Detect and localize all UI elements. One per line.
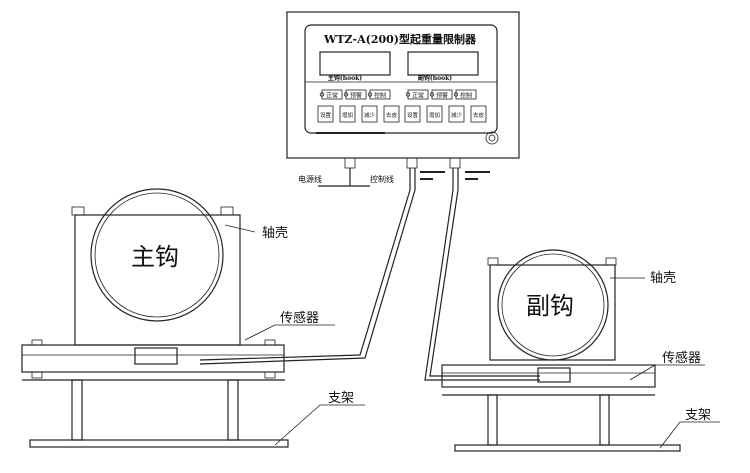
aux-display-label: 副钩(hook)	[418, 74, 452, 82]
panel-button[interactable]: 设置	[317, 105, 334, 123]
main-support-label: 支架	[328, 391, 354, 406]
aux-support-label: 支架	[685, 408, 711, 423]
aux-load-sensor	[537, 367, 571, 383]
main-hook-display	[319, 51, 391, 76]
aux-hook-label: 副钩	[526, 292, 574, 320]
aux-housing-label: 轴壳	[650, 271, 676, 286]
aux-hook-display	[407, 51, 479, 76]
aux-hook-assembly: 副钩 轴壳 传感器 支架	[441, 249, 720, 452]
indicator-label: 正常	[326, 92, 338, 100]
control-cable-label: 控制线	[370, 174, 394, 184]
status-indicator: 正常	[405, 89, 429, 100]
button-label: 设置	[320, 111, 332, 119]
status-indicator: 预警	[429, 89, 453, 100]
main-sensor-label: 传感器	[280, 310, 319, 326]
panel-button[interactable]: 去皮	[383, 105, 400, 123]
main-display-label: 主钩(hook)	[328, 74, 362, 82]
status-indicator: 正常	[319, 89, 343, 100]
indicator-label: 预警	[436, 92, 448, 100]
status-indicator: 预警	[343, 89, 367, 100]
indicator-label: 控制	[374, 92, 386, 100]
main-sensor-cable	[199, 168, 411, 361]
indicator-label: 正常	[412, 92, 424, 100]
controller-unit: WTZ-A(200)型起重量限制器 主钩(hook) 副钩(hook) 正常 预警…	[286, 11, 520, 187]
controller-title: WTZ-A(200)型起重量限制器	[323, 32, 477, 46]
button-label: 减少	[364, 111, 376, 119]
status-indicator: 控制	[453, 89, 477, 100]
aux-sensor-cable	[424, 168, 540, 381]
panel-button[interactable]: 设置	[404, 105, 421, 123]
panel-button[interactable]: 去皮	[470, 105, 487, 123]
status-indicator: 控制	[367, 89, 391, 100]
panel-button[interactable]: 增加	[426, 105, 443, 123]
main-housing-label: 轴壳	[262, 226, 288, 241]
key-switch-icon[interactable]	[485, 131, 499, 145]
button-label: 去皮	[386, 111, 398, 119]
button-label: 增加	[342, 111, 353, 119]
panel-button[interactable]: 减少	[361, 105, 378, 123]
indicator-label: 控制	[460, 92, 472, 100]
button-label: 增加	[429, 111, 440, 119]
indicator-label: 预警	[350, 92, 362, 100]
power-cable-label: 电源线	[298, 174, 322, 184]
main-load-sensor	[134, 347, 178, 365]
panel-button[interactable]: 增加	[339, 105, 356, 123]
button-label: 去皮	[473, 111, 485, 119]
button-label: 设置	[407, 111, 419, 119]
aux-sensor-label: 传感器	[662, 350, 701, 366]
button-label: 减少	[451, 111, 463, 119]
main-hook-assembly: 主钩 轴壳 传感器 支架	[21, 188, 365, 448]
main-hook-label: 主钩	[131, 243, 179, 271]
panel-button[interactable]: 减少	[448, 105, 465, 123]
